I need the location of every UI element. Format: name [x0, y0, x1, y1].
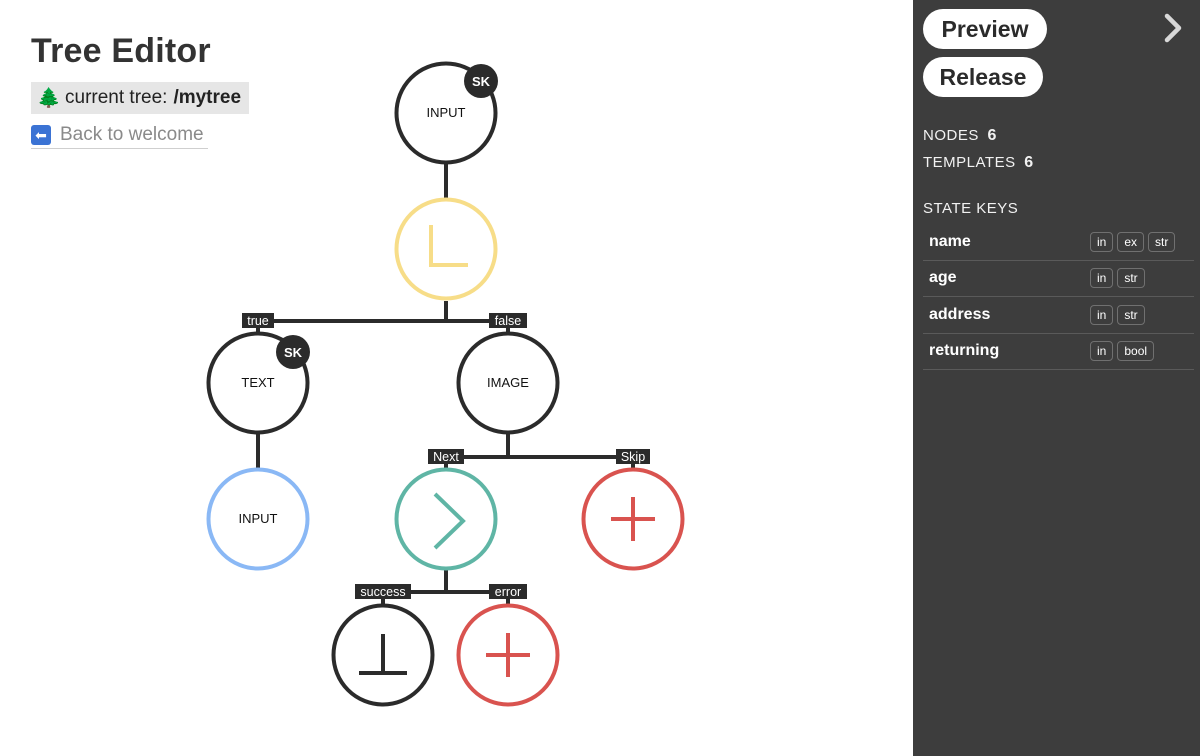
nodes-label: NODES — [923, 127, 979, 144]
release-button[interactable]: Release — [923, 57, 1043, 97]
plus-icon — [611, 497, 655, 541]
back-to-welcome-link[interactable]: ⬅ Back to welcome — [31, 122, 208, 149]
templates-count: 6 — [1024, 154, 1034, 171]
current-tree-chip: 🌲 current tree: /mytree — [31, 82, 249, 114]
node-next[interactable] — [394, 467, 498, 571]
state-keys-heading: STATE KEYS — [923, 200, 1019, 217]
tag-badge: bool — [1117, 341, 1155, 362]
node-add-error[interactable] — [456, 603, 560, 707]
tag-badge: in — [1090, 341, 1114, 362]
svg-text:Skip: Skip — [621, 450, 645, 464]
state-key-tags: in ex str — [1090, 231, 1194, 252]
state-key-row[interactable]: address in str — [923, 297, 1194, 334]
state-key-tags: in bool — [1090, 341, 1194, 362]
edge-label-error[interactable]: error — [489, 584, 527, 599]
node-image[interactable]: IMAGE — [456, 331, 560, 435]
svg-text:false: false — [495, 314, 521, 328]
tag-badge: str — [1117, 304, 1145, 325]
edge-label-skip[interactable]: Skip — [616, 449, 650, 464]
state-key-row[interactable]: name in ex str — [923, 224, 1194, 261]
svg-text:TEXT: TEXT — [241, 375, 274, 390]
state-key-row[interactable]: returning in bool — [923, 334, 1194, 370]
state-key-row[interactable]: age in str — [923, 261, 1194, 297]
current-tree-label: current tree: — [65, 87, 168, 108]
back-link-label: Back to welcome — [60, 124, 204, 145]
tag-badge: str — [1117, 268, 1145, 289]
state-key-badge: SK — [276, 335, 310, 369]
node-input-template[interactable]: INPUT — [206, 467, 310, 571]
back-arrow-icon: ⬅ — [31, 125, 51, 145]
state-key-name: address — [929, 305, 991, 323]
state-keys-list: name in ex str age in str address in str — [923, 224, 1194, 370]
state-key-tags: in str — [1090, 304, 1194, 325]
edge-label-success[interactable]: success — [355, 584, 411, 599]
state-key-name: name — [929, 232, 971, 250]
nodes-stat: NODES 6 — [923, 127, 997, 145]
sidebar: Preview Release NODES 6 TEMPLATES 6 STAT… — [913, 0, 1200, 756]
nodes-count: 6 — [987, 127, 997, 144]
templates-stat: TEMPLATES 6 — [923, 154, 1034, 172]
svg-text:INPUT: INPUT — [239, 511, 278, 526]
node-wait[interactable] — [394, 197, 498, 301]
preview-button[interactable]: Preview — [923, 9, 1047, 49]
edge-label-false[interactable]: false — [489, 313, 527, 328]
tag-badge: in — [1090, 268, 1114, 289]
state-key-name: returning — [929, 342, 1000, 360]
edge-label-next[interactable]: Next — [428, 449, 464, 464]
current-tree-path: /mytree — [173, 87, 242, 108]
state-key-badge: SK — [464, 64, 498, 98]
svg-text:SK: SK — [284, 345, 303, 360]
svg-text:true: true — [247, 314, 269, 328]
state-key-name: age — [929, 269, 957, 287]
svg-text:SK: SK — [472, 74, 491, 89]
page-title: Tree Editor — [31, 32, 211, 70]
tree-icon: 🌲 — [37, 88, 61, 109]
node-end[interactable] — [331, 603, 435, 707]
svg-text:IMAGE: IMAGE — [487, 375, 529, 390]
tree-canvas[interactable]: true false Next Skip success error INPUT — [0, 0, 913, 756]
chevron-right-icon — [433, 492, 466, 550]
tag-badge: ex — [1117, 231, 1145, 252]
svg-text:success: success — [360, 585, 405, 599]
tag-badge: in — [1090, 231, 1114, 252]
svg-text:INPUT: INPUT — [427, 105, 466, 120]
edge-label-true[interactable]: true — [242, 313, 274, 328]
bottom-icon — [359, 634, 407, 675]
svg-text:error: error — [495, 585, 521, 599]
templates-label: TEMPLATES — [923, 154, 1016, 171]
chevron-right-icon[interactable] — [1158, 12, 1186, 44]
state-key-tags: in str — [1090, 268, 1194, 289]
tag-badge: in — [1090, 304, 1114, 325]
node-add-skip[interactable] — [581, 467, 685, 571]
tag-badge: str — [1148, 231, 1176, 252]
plus-icon — [486, 633, 530, 677]
svg-text:Next: Next — [433, 450, 459, 464]
corner-icon — [429, 225, 468, 267]
